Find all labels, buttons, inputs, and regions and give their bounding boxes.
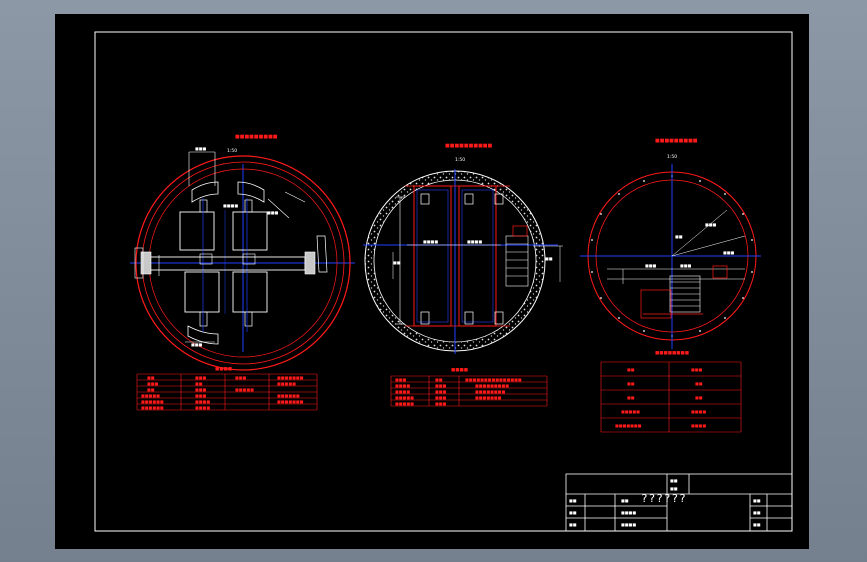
svg-text:■■: ■■ (569, 498, 577, 503)
right-ladder (669, 275, 701, 313)
svg-text:■■: ■■ (435, 377, 443, 382)
left-view-scale: 1:50 (227, 148, 237, 154)
svg-text:■■■■: ■■■■ (621, 522, 636, 527)
svg-text:■■■: ■■■ (435, 395, 447, 400)
svg-text:■■: ■■ (569, 510, 577, 515)
svg-text:■■■: ■■■ (395, 377, 407, 382)
svg-text:■■: ■■ (569, 522, 577, 527)
svg-text:■■: ■■ (621, 498, 629, 503)
cad-viewport[interactable]: ■■■■■■■■■ 1:50 (55, 14, 809, 549)
middle-table (390, 375, 548, 407)
right-view-title: ■■■■■■■■■ (655, 138, 698, 144)
svg-text:■■■■■■■: ■■■■■■■ (615, 423, 642, 428)
svg-text:■■■: ■■■ (147, 381, 159, 386)
svg-text:■■■: ■■■ (691, 367, 703, 372)
svg-text:■■■: ■■■ (723, 250, 735, 255)
right-table (600, 361, 742, 433)
svg-text:■■: ■■ (753, 498, 761, 503)
svg-text:■■: ■■ (627, 367, 635, 372)
right-view-scale: 1:50 (667, 154, 677, 160)
svg-text:■■■■■■■■: ■■■■■■■■ (655, 351, 689, 356)
svg-text:■■■: ■■■ (195, 393, 207, 398)
middle-view-title: ■■■■■■■■■■ (445, 143, 493, 149)
left-cage-bottom-left (184, 271, 220, 313)
svg-text:■■■: ■■■ (195, 387, 207, 392)
cad-drawing: ■■■■■■■■■ 1:50 (94, 31, 793, 532)
svg-text:■■: ■■ (695, 395, 703, 400)
left-cage-top-left (179, 211, 215, 251)
svg-text:■■: ■■ (670, 486, 678, 491)
svg-text:■■■■■■: ■■■■■■ (277, 393, 300, 398)
right-view: ■■■■■■■■■ 1:50 ■■■ ■■■ ■■ ■■■ ■■■ (580, 138, 761, 433)
left-cage-top-right (232, 211, 268, 251)
svg-text:■■■■: ■■■■ (691, 409, 706, 414)
svg-text:■■■: ■■■ (191, 342, 203, 347)
svg-text:■■■■■: ■■■■■ (621, 409, 640, 414)
svg-text:■■■: ■■■ (267, 210, 279, 215)
svg-text:■■: ■■ (695, 381, 703, 386)
svg-text:■■■■: ■■■■ (395, 383, 410, 388)
svg-text:■■: ■■ (627, 381, 635, 386)
svg-text:■■: ■■ (627, 395, 635, 400)
svg-text:■■■■■■■: ■■■■■■■ (277, 375, 304, 380)
svg-text:■■: ■■ (195, 381, 203, 386)
svg-text:■■■■■: ■■■■■ (277, 381, 296, 386)
drawing-title: ?????? (641, 492, 687, 505)
svg-text:■■■■: ■■■■ (423, 239, 438, 244)
left-shaft-outer (135, 155, 351, 371)
svg-text:■■■■■■■■: ■■■■■■■■ (475, 389, 505, 394)
svg-text:■■■: ■■■ (705, 222, 717, 227)
svg-text:■■: ■■ (670, 478, 678, 483)
svg-text:■■■■■■■■■■■■■■■: ■■■■■■■■■■■■■■■ (465, 377, 522, 382)
svg-text:■■■■■■: ■■■■■■ (141, 405, 164, 410)
svg-text:■■■: ■■■ (195, 146, 207, 151)
svg-text:■■■■■: ■■■■■ (395, 401, 414, 406)
svg-text:■■■: ■■■ (645, 263, 657, 268)
svg-text:■■: ■■ (675, 234, 683, 239)
svg-text:■■■■: ■■■■ (195, 399, 210, 404)
svg-text:■■■: ■■■ (235, 375, 247, 380)
title-block (565, 473, 793, 532)
left-cage-bottom-right (232, 271, 268, 313)
svg-text:■■■■: ■■■■ (223, 203, 238, 208)
svg-text:■■■: ■■■ (435, 389, 447, 394)
svg-text:■■■■■: ■■■■■ (235, 387, 254, 392)
svg-text:■■■: ■■■ (195, 375, 207, 380)
svg-text:■■: ■■ (147, 387, 155, 392)
svg-text:■■■■■: ■■■■■ (395, 395, 414, 400)
svg-text:■■■■■■■: ■■■■■■■ (475, 395, 502, 400)
svg-text:■■■■■■: ■■■■■■ (141, 399, 164, 404)
svg-text:■■■■■: ■■■■■ (141, 393, 160, 398)
left-view-title: ■■■■■■■■■ (235, 134, 278, 140)
drawing-frame (94, 31, 793, 532)
left-view: ■■■■■■■■■ 1:50 (130, 134, 355, 411)
svg-text:■■: ■■ (753, 522, 761, 527)
svg-text:■■: ■■ (545, 256, 553, 261)
svg-text:■■■■: ■■■■ (691, 423, 706, 428)
svg-text:■■■■: ■■■■ (621, 510, 636, 515)
svg-text:■■■■: ■■■■ (467, 239, 482, 244)
left-table (136, 373, 318, 411)
svg-text:■■: ■■ (393, 260, 401, 265)
svg-text:■■: ■■ (147, 375, 155, 380)
svg-text:■■■■■■■■■: ■■■■■■■■■ (475, 383, 509, 388)
svg-text:■■■: ■■■ (435, 401, 447, 406)
svg-text:■■■: ■■■ (435, 383, 447, 388)
svg-text:■■■■: ■■■■ (451, 368, 468, 373)
middle-view-scale: 1:50 (455, 157, 465, 163)
middle-view: ■■■■■■■■■■ 1:50 (363, 143, 563, 407)
svg-text:■■■■: ■■■■ (395, 389, 410, 394)
svg-text:■■■■: ■■■■ (195, 405, 210, 410)
svg-text:■■■■■■■: ■■■■■■■ (277, 399, 304, 404)
svg-text:■■■■: ■■■■ (215, 367, 232, 372)
svg-text:■■: ■■ (753, 510, 761, 515)
svg-text:■■■: ■■■ (680, 263, 692, 268)
